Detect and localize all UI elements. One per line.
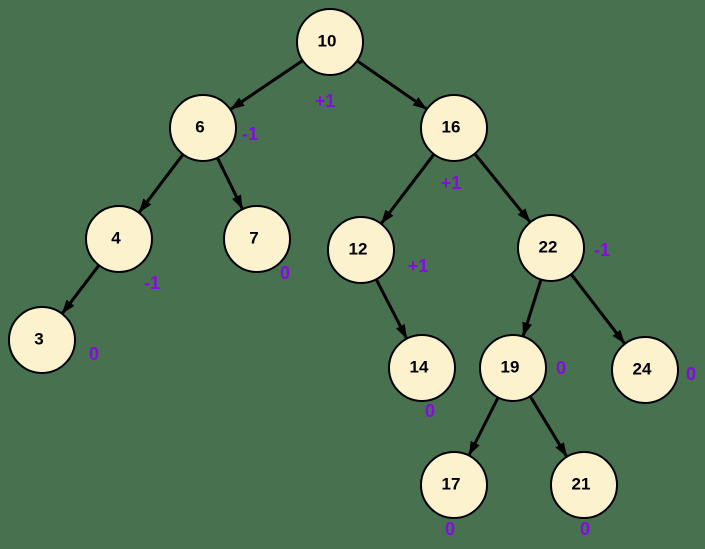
balance-label-4: -1 [144, 273, 160, 293]
node-value-10: 10 [318, 32, 337, 51]
node-value-6: 6 [195, 118, 204, 137]
node-circle-6 [169, 94, 237, 162]
node-value-17: 17 [442, 475, 461, 494]
tree-node-4: 4 -1 [85, 205, 160, 293]
tree-node-19: 19 0 [479, 334, 566, 402]
edge-22-19 [521, 279, 543, 337]
balance-label-22: -1 [594, 240, 610, 260]
node-circle-16 [420, 94, 488, 162]
node-circle-19 [479, 334, 547, 402]
node-circle-12 [327, 216, 395, 284]
node-value-14: 14 [410, 358, 429, 377]
balance-label-3: 0 [89, 344, 99, 364]
edge-4-3 [60, 264, 101, 315]
balance-label-16: +1 [441, 173, 462, 193]
edge-16-12 [379, 153, 436, 225]
tree-node-10: 10 +1 [296, 8, 364, 111]
balance-label-17: 0 [445, 519, 455, 539]
node-circle-3 [8, 306, 76, 374]
edge-22-24 [569, 273, 627, 345]
edge-19-17 [467, 396, 500, 457]
balance-label-6: -1 [242, 124, 258, 144]
node-circle-24 [611, 336, 679, 404]
edge-12-14 [374, 278, 409, 340]
balance-label-10: +1 [315, 91, 336, 111]
tree-node-16: 16 +1 [420, 94, 488, 193]
edge-10-16 [356, 59, 428, 111]
tree-node-24: 24 0 [611, 336, 696, 404]
node-circle-22 [517, 214, 585, 282]
edge-10-6 [229, 59, 304, 111]
node-circle-7 [223, 205, 291, 273]
node-value-3: 3 [34, 330, 43, 349]
balance-label-19: 0 [556, 358, 566, 378]
tree-node-17: 17 0 [420, 451, 488, 539]
node-circle-21 [550, 451, 618, 519]
node-value-22: 22 [539, 238, 558, 257]
tree-node-3: 30 [8, 306, 99, 374]
node-value-19: 19 [501, 358, 520, 377]
node-value-12: 12 [349, 240, 368, 259]
tree-node-21: 21 0 [550, 451, 618, 539]
tree-node-22: 22 -1 [517, 214, 610, 282]
balance-label-14: 0 [425, 401, 435, 421]
edge-19-21 [528, 395, 569, 458]
node-circle-4 [85, 205, 153, 273]
balance-label-24: 0 [686, 364, 696, 384]
edge-6-7 [216, 157, 244, 210]
tree-node-6: 6 -1 [169, 94, 258, 162]
node-value-21: 21 [572, 475, 591, 494]
balance-label-12: +1 [408, 256, 429, 276]
node-circle-10 [296, 8, 364, 76]
tree-node-14: 14 0 [388, 334, 456, 421]
tree-node-12: 12 +1 [327, 216, 429, 284]
balance-label-21: 0 [580, 519, 590, 539]
edge-6-4 [137, 153, 185, 214]
node-value-24: 24 [633, 360, 652, 379]
node-value-7: 7 [249, 229, 258, 248]
node-value-16: 16 [442, 118, 461, 137]
edges-layer [60, 59, 627, 458]
node-circle-14 [388, 334, 456, 402]
balance-label-7: 0 [280, 263, 290, 283]
node-value-4: 4 [111, 229, 121, 248]
node-circle-17 [420, 451, 488, 519]
edge-16-22 [473, 152, 532, 224]
tree-node-7: 70 [223, 205, 291, 283]
